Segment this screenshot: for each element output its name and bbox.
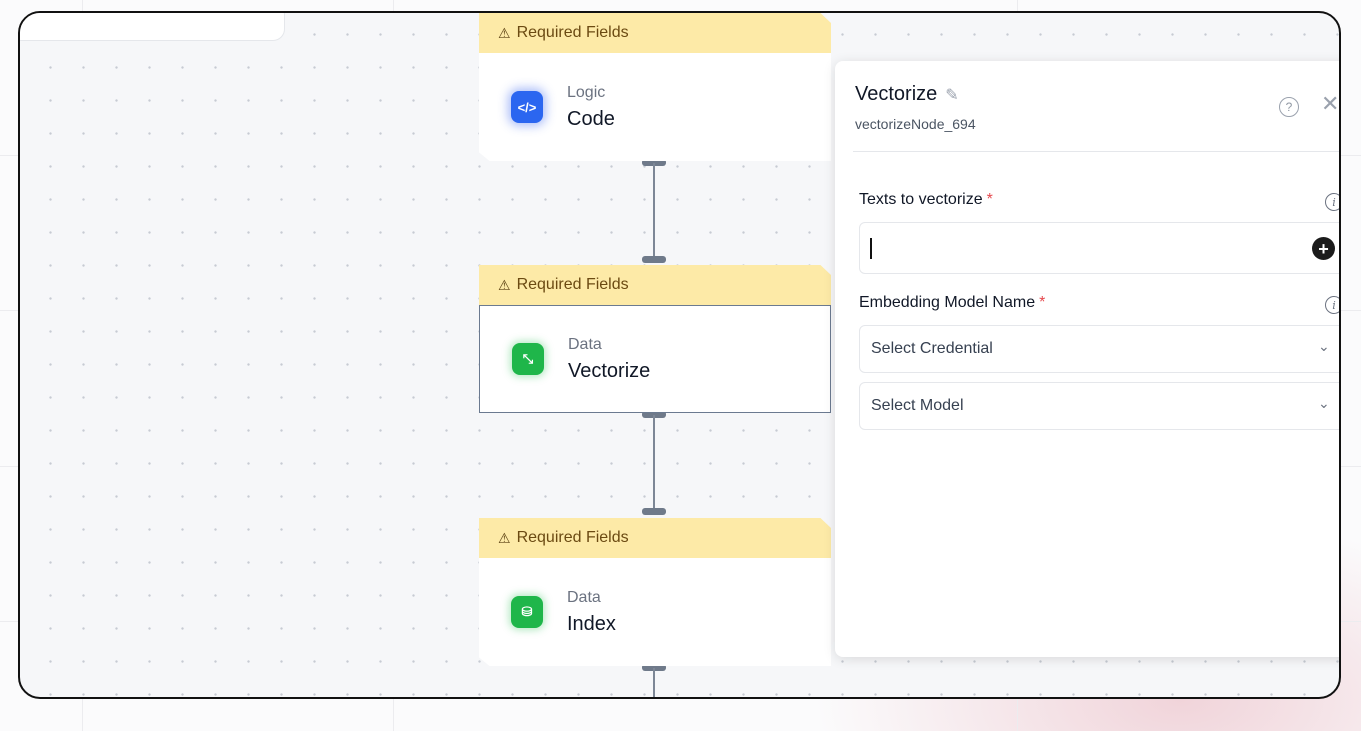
- node-category: Data: [567, 588, 601, 606]
- warning-label: Required Fields: [516, 24, 629, 41]
- node-title: Code: [567, 107, 615, 130]
- node-title: Vectorize: [568, 359, 651, 382]
- node-body[interactable]: ⤡ Data Vectorize: [479, 305, 831, 413]
- add-icon[interactable]: +: [1312, 237, 1335, 260]
- field-label-text: Texts to vectorize: [859, 191, 983, 208]
- pencil-icon[interactable]: ✎: [945, 86, 959, 104]
- canvas-toolbar-card: [20, 13, 285, 41]
- edge-connector: [653, 415, 655, 511]
- node-vectorize[interactable]: ⚠ Required Fields ⤡ Data Vectorize: [479, 265, 831, 413]
- warning-icon: ⚠: [498, 24, 511, 41]
- node-body[interactable]: </> Logic Code: [479, 53, 831, 161]
- connector-handle[interactable]: [642, 256, 666, 263]
- texts-to-vectorize-input[interactable]: +: [859, 222, 1339, 274]
- embedding-model-name-label: Embedding Model Name*: [859, 294, 1045, 312]
- required-mark: *: [986, 191, 993, 208]
- info-icon[interactable]: i: [1325, 193, 1339, 211]
- connector-handle[interactable]: [642, 664, 666, 671]
- required-fields-banner: ⚠ Required Fields: [479, 518, 831, 558]
- panel-header: Vectorize ✎ vectorizeNode_694: [855, 83, 1339, 132]
- select-credential-dropdown[interactable]: Select Credential ⌄: [859, 325, 1339, 373]
- node-settings-panel: Vectorize ✎ vectorizeNode_694 ? ✕ Texts …: [835, 61, 1340, 657]
- required-fields-banner: ⚠ Required Fields: [479, 265, 831, 305]
- connector-handle[interactable]: [642, 508, 666, 515]
- required-mark: *: [1039, 294, 1046, 311]
- info-icon[interactable]: i: [1325, 296, 1339, 314]
- node-code[interactable]: ⚠ Required Fields </> Logic Code: [479, 13, 831, 161]
- texts-to-vectorize-label: Texts to vectorize*: [859, 191, 993, 209]
- database-icon: ⛁: [511, 596, 543, 628]
- warning-icon: ⚠: [498, 276, 511, 293]
- divider: [853, 151, 1339, 152]
- chevron-down-icon: ⌄: [1318, 395, 1330, 411]
- warning-icon: ⚠: [498, 529, 511, 546]
- required-fields-banner: ⚠ Required Fields: [479, 13, 831, 53]
- connector-handle[interactable]: [642, 411, 666, 418]
- node-category: Data: [568, 335, 602, 353]
- node-body[interactable]: ⛁ Data Index: [479, 558, 831, 666]
- select-model-value: Select Model: [871, 397, 964, 414]
- connector-handle[interactable]: [642, 159, 666, 166]
- warning-label: Required Fields: [516, 276, 629, 293]
- workflow-canvas[interactable]: ⚠ Required Fields </> Logic Code ⚠ Requi…: [18, 11, 1341, 699]
- text-caret: [870, 238, 872, 259]
- select-credential-value: Select Credential: [871, 340, 993, 357]
- help-icon[interactable]: ?: [1279, 97, 1299, 117]
- code-icon: </>: [511, 91, 543, 123]
- node-index[interactable]: ⚠ Required Fields ⛁ Data Index: [479, 518, 831, 666]
- node-id-label: vectorizeNode_694: [855, 116, 976, 132]
- warning-label: Required Fields: [516, 529, 629, 546]
- node-category: Logic: [567, 83, 606, 101]
- close-icon[interactable]: ✕: [1321, 91, 1340, 116]
- edge-connector: [653, 163, 655, 259]
- field-label-text: Embedding Model Name: [859, 294, 1036, 311]
- select-model-dropdown[interactable]: Select Model ⌄: [859, 382, 1339, 430]
- panel-title: Vectorize: [855, 83, 938, 105]
- node-title: Index: [567, 612, 616, 635]
- edge-connector: [653, 668, 655, 697]
- vectorize-icon: ⤡: [512, 343, 544, 375]
- chevron-down-icon: ⌄: [1318, 338, 1330, 354]
